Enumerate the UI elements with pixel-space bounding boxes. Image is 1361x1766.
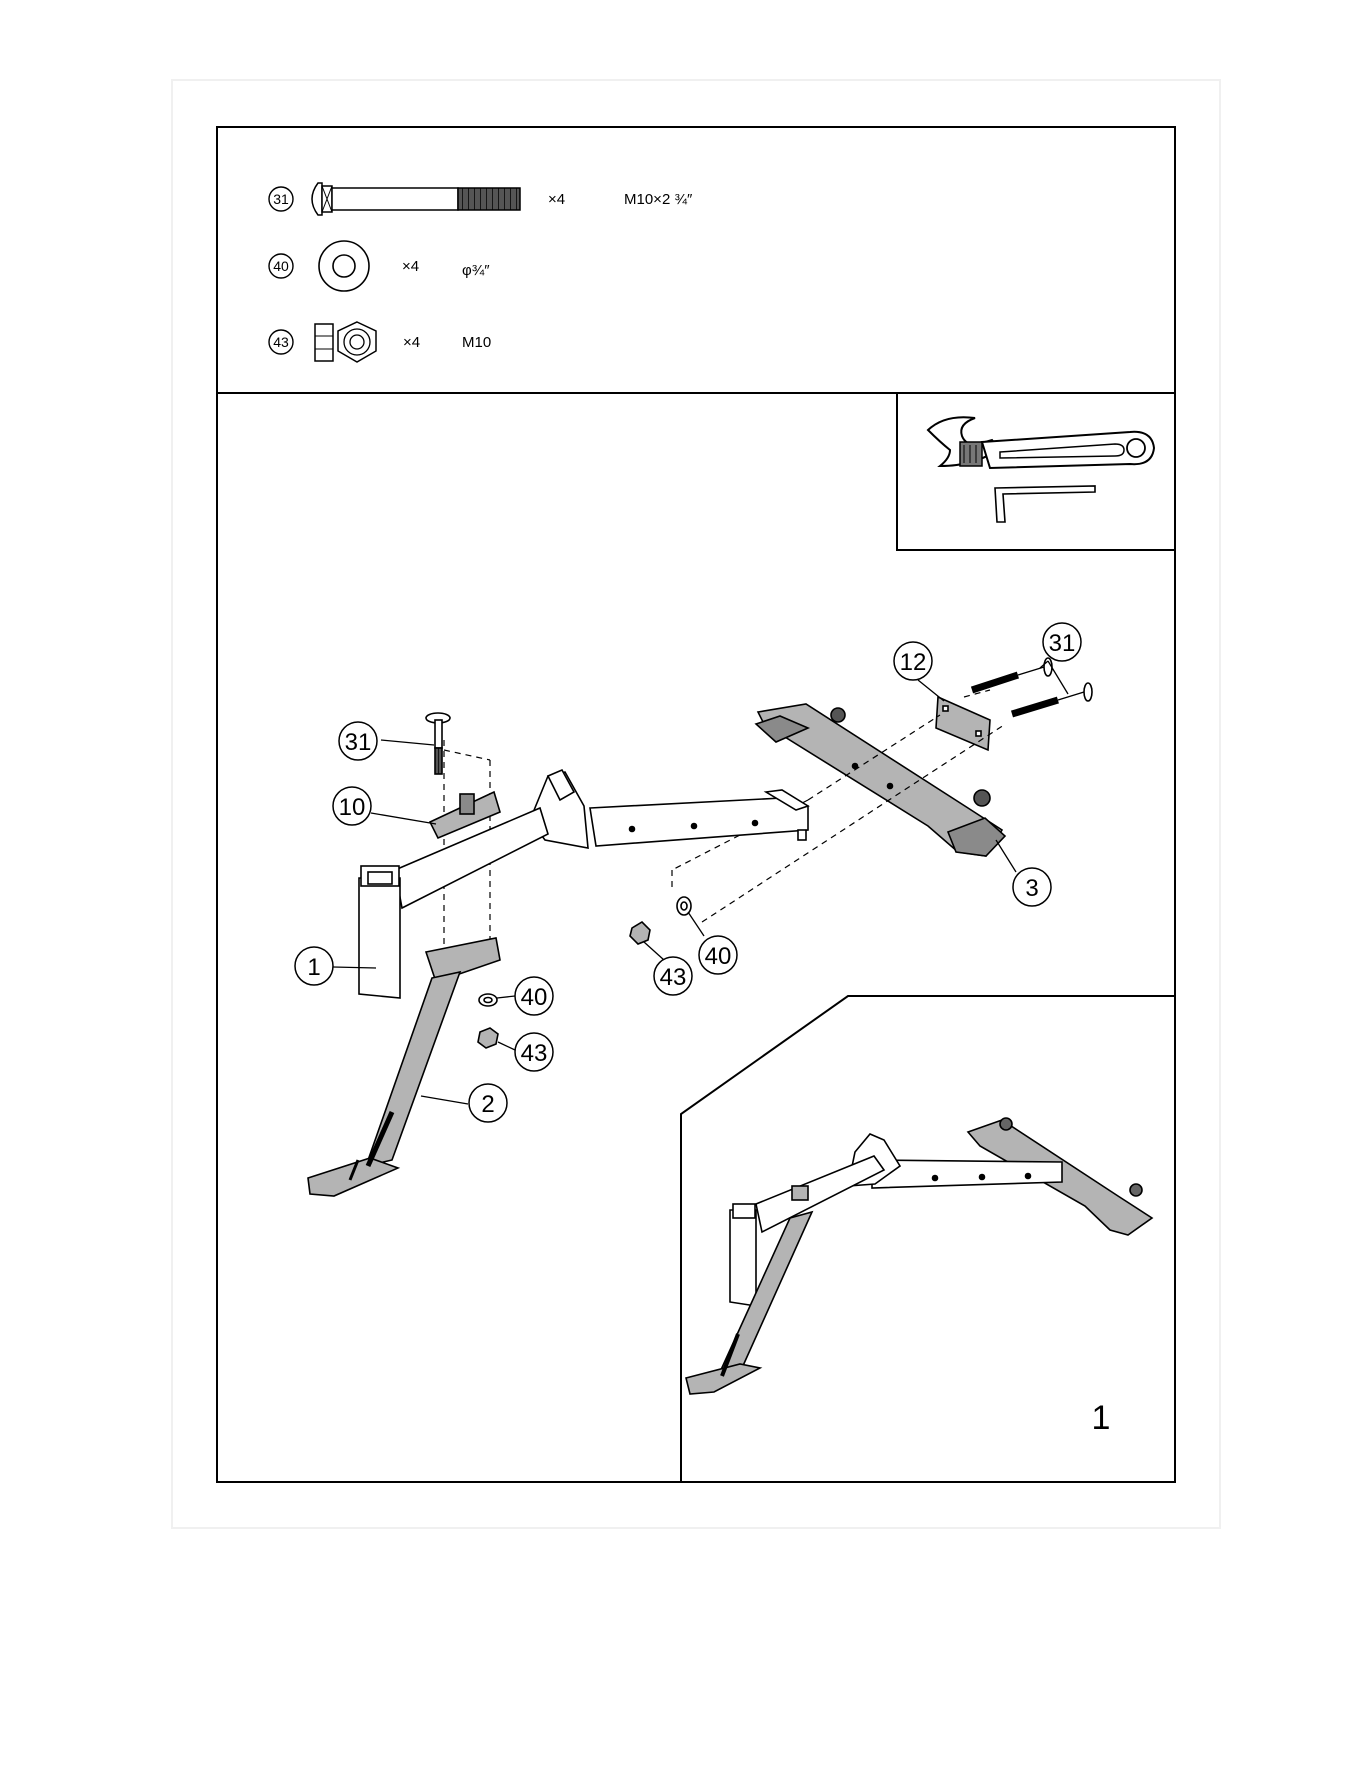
part-number-43: 43 bbox=[273, 334, 289, 350]
washer-nut-middle bbox=[630, 897, 691, 944]
part-spec-43: M10 bbox=[462, 334, 491, 351]
carriage-bolt-icon bbox=[312, 183, 520, 215]
callout-31-right: 31 bbox=[1049, 630, 1076, 657]
part-number-40: 40 bbox=[273, 258, 289, 274]
part-number-31: 31 bbox=[273, 191, 289, 207]
callout-31-left: 31 bbox=[345, 729, 372, 756]
hex-nut-icon bbox=[315, 322, 376, 362]
parts-list: 31 ×4 M10×2 ¾″ 40 ×4 φ¾″ bbox=[269, 183, 693, 362]
callout-12: 12 bbox=[900, 649, 927, 676]
tools-box bbox=[897, 393, 1175, 550]
part-quantity-31: ×4 bbox=[548, 191, 565, 208]
callout-40-mid: 40 bbox=[705, 943, 732, 970]
plate-part-12 bbox=[936, 697, 990, 750]
parts-row-31: 31 ×4 M10×2 ¾″ bbox=[269, 183, 693, 215]
carriage-bolt-top bbox=[426, 713, 450, 774]
parts-row-40: 40 ×4 φ¾″ bbox=[269, 241, 490, 291]
carriage-bolts-right bbox=[972, 658, 1092, 714]
assembled-view-inset: 1 bbox=[681, 996, 1175, 1482]
washer-icon bbox=[319, 241, 369, 291]
part-quantity-43: ×4 bbox=[403, 334, 420, 351]
callout-2: 2 bbox=[481, 1091, 494, 1118]
part-spec-40: φ¾″ bbox=[462, 262, 490, 279]
exploded-view bbox=[308, 658, 1092, 1196]
upright-part-1 bbox=[359, 866, 400, 998]
step-number: 1 bbox=[1092, 1399, 1111, 1437]
assembled-bench-frame bbox=[686, 1118, 1152, 1394]
washer-nut-left bbox=[478, 994, 498, 1048]
part-quantity-40: ×4 bbox=[402, 258, 419, 275]
center-rail bbox=[590, 790, 808, 846]
part-spec-31: M10×2 ¾″ bbox=[624, 191, 693, 208]
callout-43-left: 43 bbox=[521, 1040, 548, 1067]
callout-10: 10 bbox=[339, 794, 366, 821]
leg-part-2 bbox=[308, 938, 500, 1196]
callout-40-left: 40 bbox=[521, 984, 548, 1011]
callout-3: 3 bbox=[1025, 875, 1038, 902]
callout-1: 1 bbox=[307, 954, 320, 981]
parts-row-43: 43 ×4 M10 bbox=[269, 322, 491, 362]
callout-43-mid: 43 bbox=[660, 964, 687, 991]
